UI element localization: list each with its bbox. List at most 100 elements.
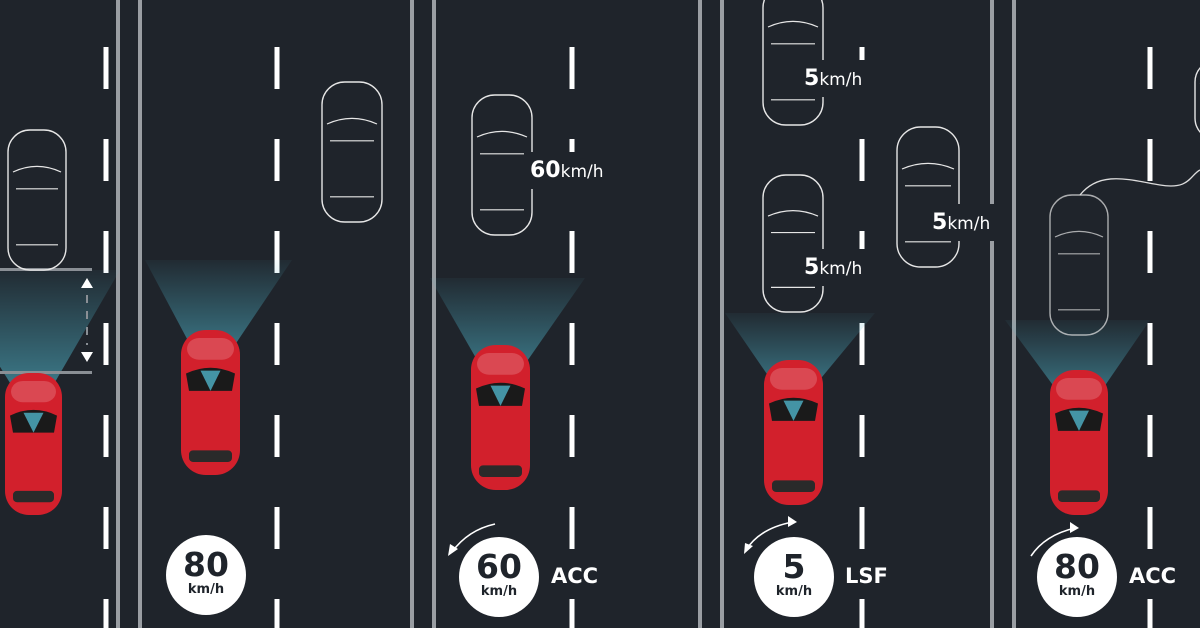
lane-dash bbox=[1147, 231, 1153, 273]
lane-dash bbox=[859, 323, 865, 365]
lane-dash bbox=[103, 507, 109, 549]
ego-car bbox=[471, 345, 530, 490]
car-rear-window bbox=[189, 450, 232, 462]
lane-dash bbox=[274, 231, 280, 273]
car-body bbox=[181, 330, 240, 475]
lane-dash bbox=[274, 415, 280, 457]
ego-car bbox=[181, 330, 240, 475]
lane-dash bbox=[274, 47, 280, 89]
car-hood-highlight bbox=[1056, 378, 1102, 400]
speed-label-5-right: 5km/h bbox=[926, 204, 997, 241]
car-outline bbox=[896, 126, 960, 268]
lane-dash bbox=[274, 139, 280, 181]
car-outline-detail bbox=[1054, 230, 1104, 311]
lane-dash bbox=[859, 507, 865, 549]
other-car bbox=[896, 126, 960, 268]
other-car bbox=[1049, 194, 1109, 336]
car-rear-window bbox=[13, 490, 54, 503]
other-car bbox=[1194, 66, 1200, 134]
sensor-beam bbox=[23, 412, 44, 433]
sensor-cone bbox=[430, 278, 585, 400]
lane-dash bbox=[569, 507, 575, 549]
lane-dash bbox=[859, 415, 865, 457]
car-outline bbox=[7, 129, 67, 271]
lane-dash bbox=[569, 415, 575, 457]
lane-divider-line bbox=[138, 0, 142, 628]
car-body bbox=[764, 360, 823, 505]
arrow-head-icon bbox=[744, 543, 753, 554]
lane-divider-line bbox=[116, 0, 120, 628]
car-outline-detail bbox=[12, 165, 62, 246]
lane-dash bbox=[1147, 47, 1153, 89]
lane-dash bbox=[569, 47, 575, 89]
lane-dash bbox=[859, 139, 865, 181]
lane-change-path bbox=[1079, 169, 1200, 196]
arrow-up-icon bbox=[81, 278, 93, 288]
mode-label-lsf: LSF bbox=[845, 564, 888, 588]
mode-label-acc: ACC bbox=[551, 564, 599, 588]
other-car bbox=[471, 94, 533, 236]
car-rear-window bbox=[1058, 490, 1100, 502]
car-body bbox=[1050, 370, 1108, 515]
ego-car bbox=[5, 373, 62, 515]
sensor-beam bbox=[783, 400, 804, 421]
car-body bbox=[471, 345, 530, 490]
lane-dash bbox=[274, 323, 280, 365]
car-outline bbox=[762, 0, 824, 126]
lane-dash bbox=[569, 231, 575, 273]
car-outline bbox=[1194, 66, 1200, 134]
lane-dash bbox=[1147, 323, 1153, 365]
lane-divider-line bbox=[410, 0, 414, 628]
car-rear-window bbox=[479, 465, 522, 477]
other-car bbox=[7, 129, 67, 271]
lane-divider-line bbox=[432, 0, 436, 628]
car-hood-highlight bbox=[770, 368, 817, 390]
car-outline-detail bbox=[326, 117, 378, 198]
lane-dash bbox=[103, 47, 109, 89]
arrow-down-icon bbox=[81, 352, 93, 362]
lane-dash bbox=[569, 323, 575, 365]
lane-dash bbox=[274, 507, 280, 549]
car-outline-detail bbox=[476, 130, 528, 211]
ego-car bbox=[1050, 370, 1108, 515]
lane-dash bbox=[1147, 507, 1153, 549]
lane-dash bbox=[569, 599, 575, 628]
lane-divider-line bbox=[1012, 0, 1016, 628]
other-car bbox=[762, 174, 824, 313]
sensor-beam bbox=[200, 370, 221, 391]
lane-dash bbox=[103, 139, 109, 181]
lane-dash bbox=[859, 599, 865, 628]
sensor-cone bbox=[145, 260, 292, 382]
car-outline-detail bbox=[901, 162, 955, 243]
arrow-head-icon bbox=[1070, 522, 1079, 533]
car-outline bbox=[471, 94, 533, 236]
arrow-head-icon bbox=[788, 516, 797, 527]
ego-car bbox=[764, 360, 823, 505]
car-outline bbox=[321, 81, 383, 223]
lane-divider-line bbox=[698, 0, 702, 628]
speed-label-5-mid: 5km/h bbox=[798, 249, 869, 286]
arrow-head-icon bbox=[448, 544, 458, 556]
car-hood-highlight bbox=[187, 338, 234, 360]
gap-line-bottom bbox=[0, 371, 92, 374]
car-hood-highlight bbox=[477, 353, 524, 375]
sensor-beam bbox=[1069, 410, 1089, 431]
sensor-beam bbox=[490, 385, 511, 406]
speed-label-60: 60km/h bbox=[524, 152, 610, 189]
car-outline bbox=[1049, 194, 1109, 336]
car-rear-window bbox=[772, 480, 815, 492]
car-outline-detail bbox=[767, 20, 819, 101]
car-hood-highlight bbox=[11, 381, 56, 403]
other-car bbox=[321, 81, 383, 223]
lane-dash bbox=[103, 599, 109, 628]
lane-dash bbox=[1147, 139, 1153, 181]
lane-dash bbox=[274, 599, 280, 628]
speed-label-5-top: 5km/h bbox=[798, 60, 869, 97]
lane-divider-line bbox=[990, 0, 994, 628]
car-body bbox=[5, 373, 62, 515]
